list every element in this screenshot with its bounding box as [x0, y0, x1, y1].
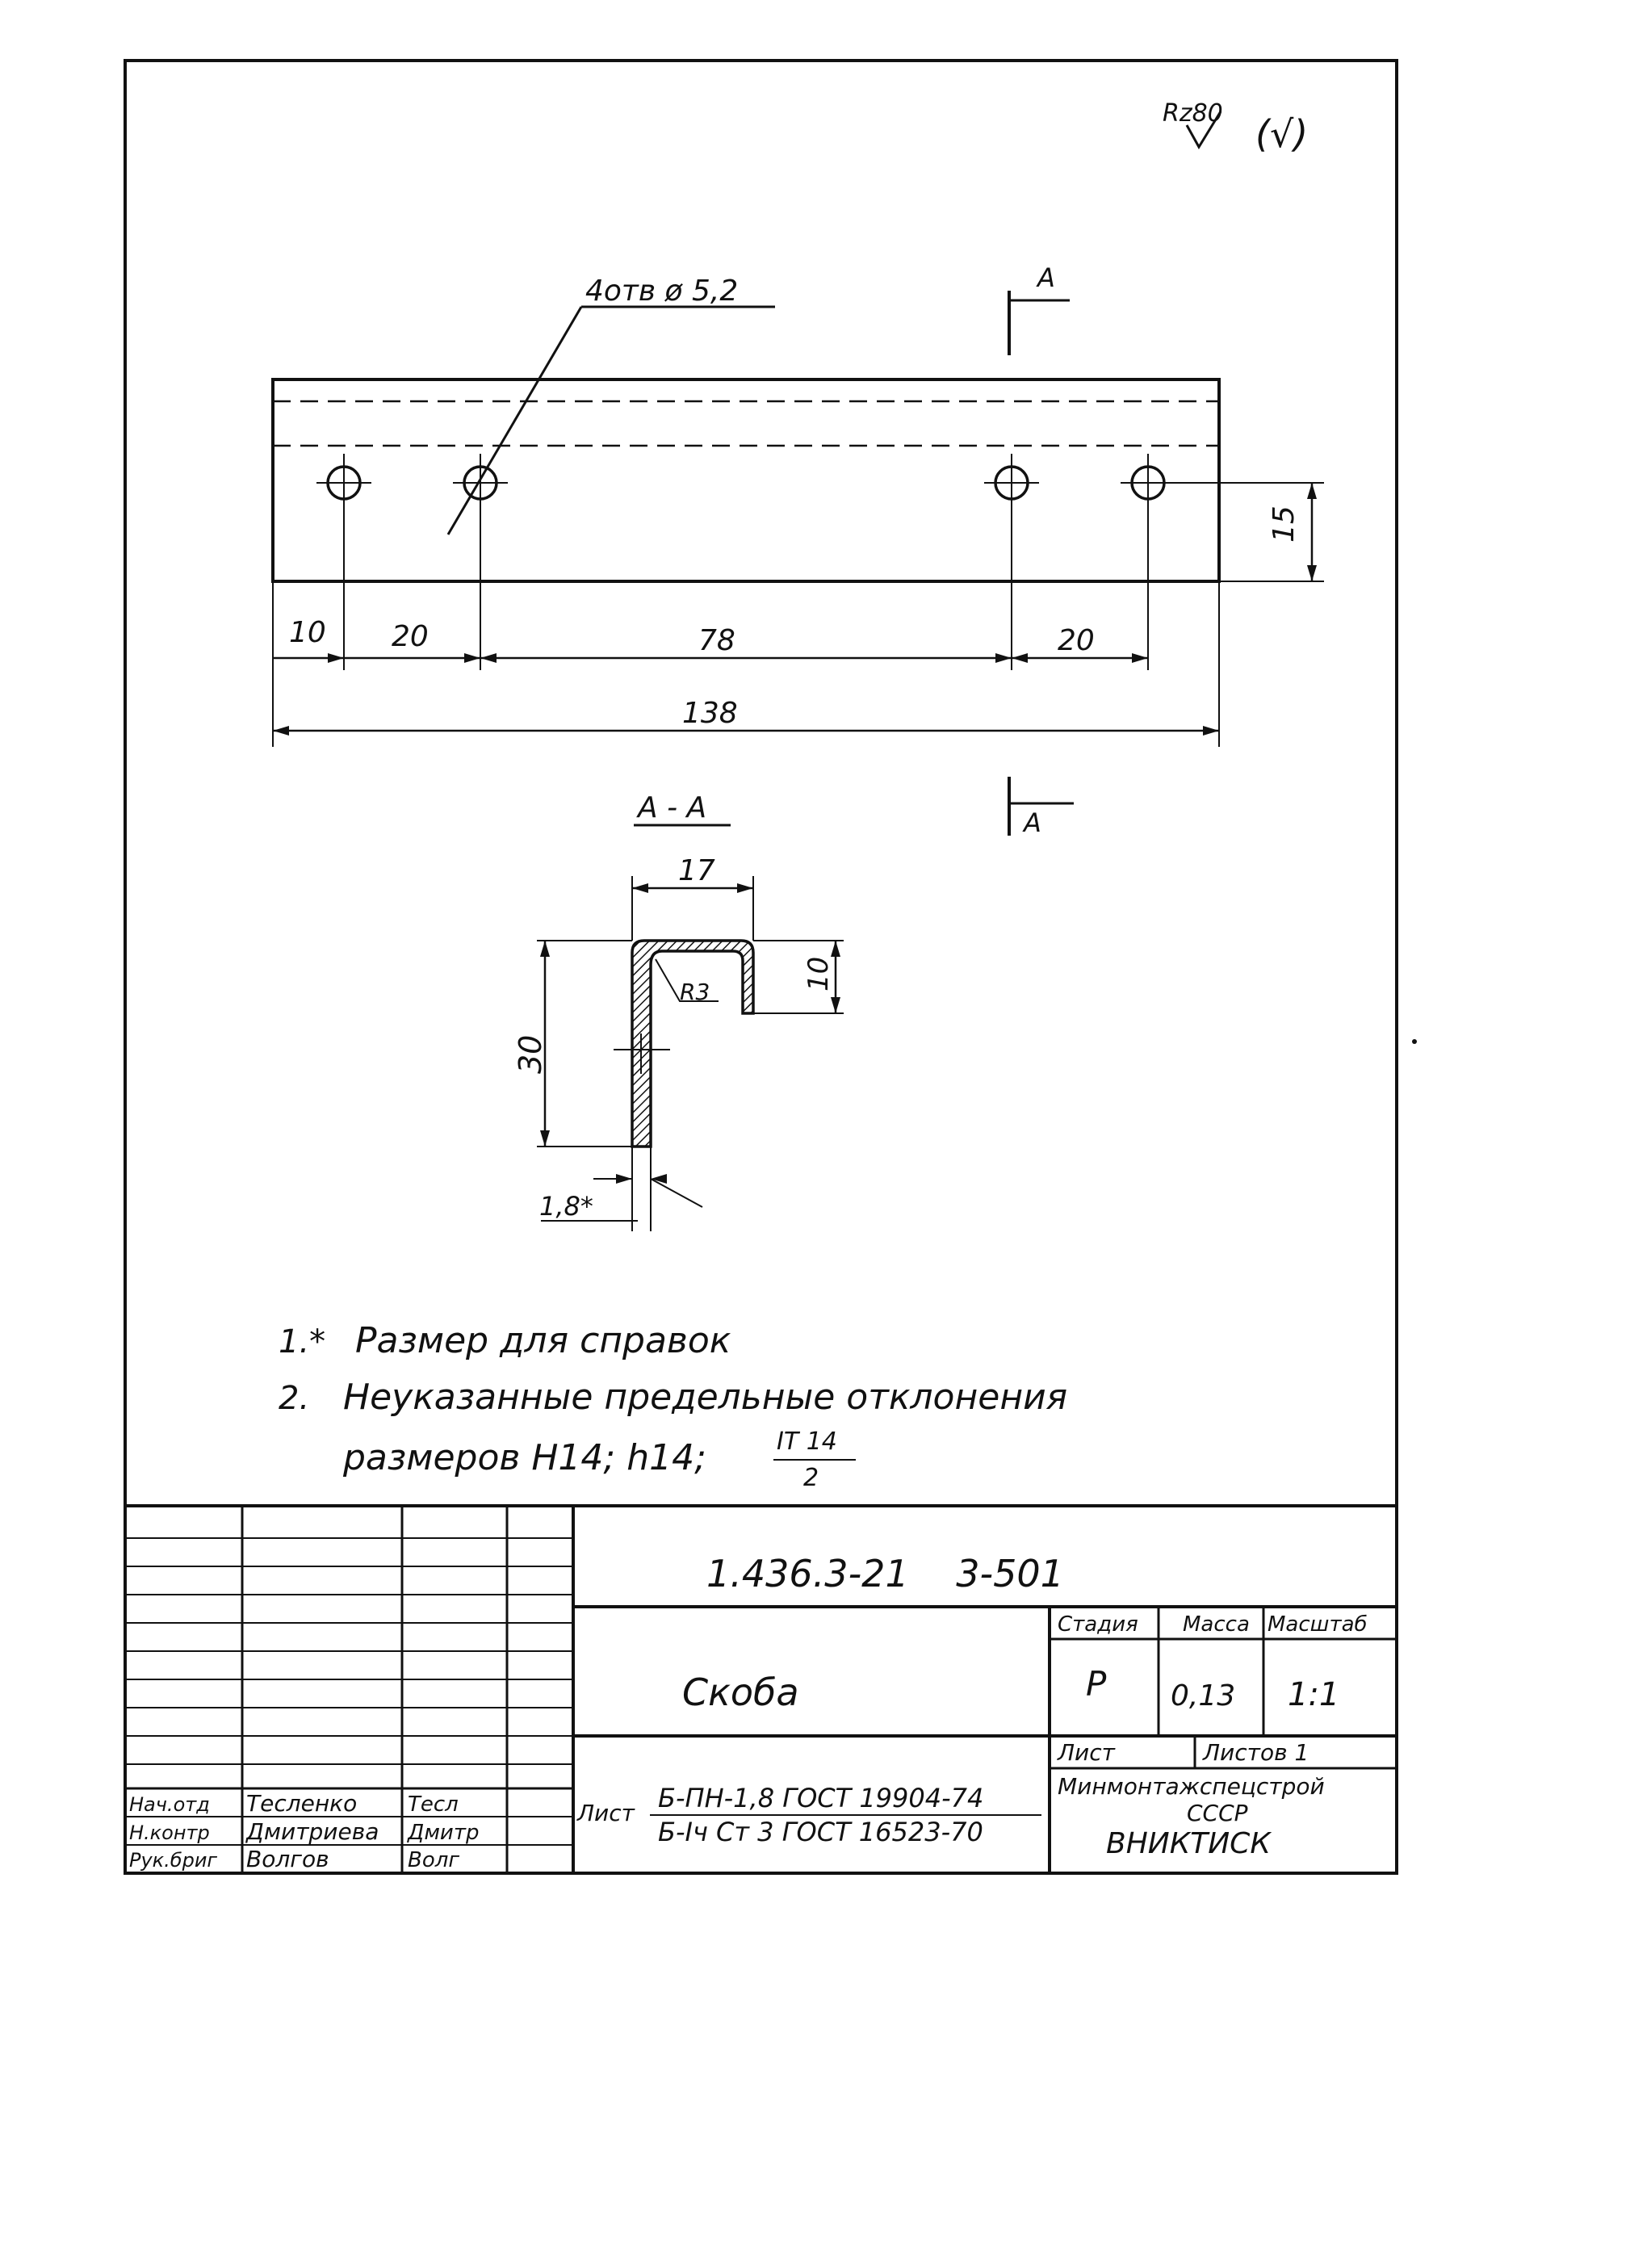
section-radius-leader: [655, 958, 719, 1002]
dim-hole-height-text: 15: [1268, 505, 1301, 543]
material-line-2: Б-Iч Ст 3 ГОСТ 16523-70: [658, 1817, 983, 1847]
hole-3: [984, 454, 1039, 670]
title-block: Нач.отд Тесленко Тесл Н.контр Дмитриева …: [125, 1504, 1397, 1873]
sheet-frame: [124, 59, 1398, 1875]
mass-header: Масса: [1183, 1612, 1250, 1637]
sheets-label: Листов 1: [1202, 1739, 1309, 1766]
note-1-text: Размер для справок: [355, 1320, 731, 1361]
channel-profile: [631, 939, 755, 1148]
section-cut-label-bottom: А: [1022, 807, 1041, 838]
holes-leader-line: [446, 306, 583, 535]
dim-section-flange-text: 10: [802, 957, 835, 991]
material-label: Лист: [576, 1800, 635, 1826]
note-2-text: Неуказанные предельные отклонения: [343, 1377, 1067, 1418]
mass-value: 0,13: [1171, 1679, 1235, 1713]
note-1-number: 1.*: [279, 1323, 325, 1360]
hole-1: [316, 454, 371, 670]
dim-last-pitch-text: 20: [1058, 624, 1095, 657]
dim-overall: 138: [273, 697, 1219, 736]
staff-name-3: Волгов: [246, 1846, 329, 1872]
part-name: Скоба: [682, 1671, 799, 1714]
notes: 1.* Размер для справок 2. Неуказанные пр…: [279, 1320, 1067, 1492]
organization-line-1: Минмонтажспецстрой: [1058, 1773, 1325, 1800]
material-line-1: Б-ПН-1,8 ГОСТ 19904-74: [658, 1783, 983, 1813]
staff-role-2: Н.контр: [129, 1822, 210, 1844]
stage-header: Стадия: [1058, 1612, 1138, 1637]
dim-section-width: 17: [631, 854, 754, 941]
roughness-symbol: Rz80 (√): [1163, 99, 1308, 156]
dim-middle-text: 78: [698, 624, 735, 657]
section-view: А - А R3 17 1: [513, 791, 844, 1231]
section-cut-label-top: А: [1036, 262, 1055, 293]
note-3-fraction-bottom: 2: [803, 1464, 819, 1492]
revision-grid: [125, 1506, 575, 1873]
note-2-number: 2.: [279, 1380, 309, 1417]
organization-line-2: СССР: [1187, 1800, 1248, 1826]
dim-overall-text: 138: [682, 697, 738, 730]
dim-chain: 10 20 78 20: [272, 581, 1220, 747]
staff-signature-3: Волг: [408, 1848, 459, 1872]
section-cut-mark-top: А: [1008, 262, 1070, 355]
dim-section-thickness: 1,8*: [539, 1147, 703, 1231]
hole-4: [1121, 454, 1324, 670]
staff-name-1: Тесленко: [246, 1790, 357, 1817]
staff-role-1: Нач.отд: [129, 1793, 210, 1816]
scale-header: Масштаб: [1268, 1612, 1368, 1637]
dim-section-height: 30: [513, 940, 632, 1147]
dim-first-pitch-text: 20: [392, 620, 429, 653]
staff-role-3: Рук.бриг: [129, 1849, 217, 1872]
note-3-text: размеров Н14; h14;: [342, 1437, 706, 1478]
dim-section-width-text: 17: [678, 854, 715, 887]
roughness-check-icon: [1185, 111, 1222, 149]
roughness-mark: (√): [1255, 112, 1308, 156]
note-3-fraction-top: IT 14: [777, 1427, 837, 1456]
plan-outline: [271, 378, 1221, 583]
holes-note: 4отв ø 5,2: [585, 275, 738, 308]
dim-section-height-text: 30: [513, 1035, 548, 1074]
section-title: А - А: [636, 791, 706, 824]
dim-offset-text: 10: [289, 616, 326, 649]
section-cut-mark-bottom: А: [1008, 777, 1074, 838]
plan-view: 4отв ø 5,2 А А: [271, 262, 1324, 838]
staff-name-2: Дмитриева: [245, 1818, 379, 1845]
sheet-label: Лист: [1057, 1739, 1116, 1766]
dim-hole-height: 15: [1219, 483, 1324, 582]
organization-line-3: ВНИКТИСК: [1106, 1827, 1272, 1860]
dim-section-flange: 10: [753, 940, 844, 1014]
staff-signature-1: Тесл: [408, 1792, 459, 1817]
scale-value: 1:1: [1288, 1676, 1339, 1713]
dim-section-thickness-text: 1,8*: [539, 1191, 593, 1222]
staff-signature-2: Дмитр: [407, 1821, 479, 1845]
stage-value: Р: [1086, 1664, 1107, 1704]
doc-code: 1.436.3-21 3-501: [706, 1552, 1064, 1595]
hole-2: [453, 454, 508, 670]
scan-speck: [1412, 1039, 1417, 1044]
